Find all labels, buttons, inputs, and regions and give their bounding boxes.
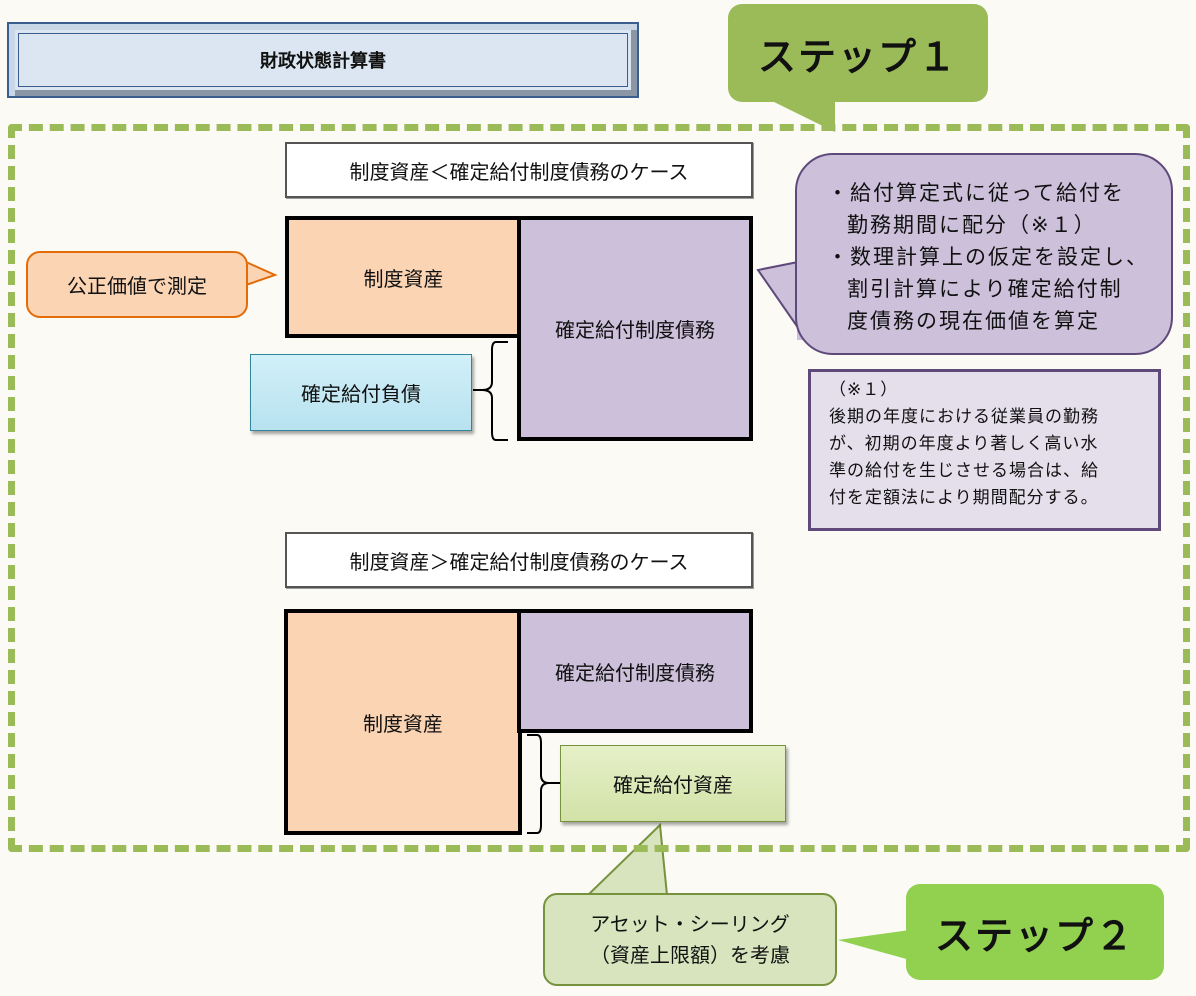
case-deficit-dbo: 確定給付制度債務 (517, 216, 753, 441)
step1-bubble: ステップ１ (728, 4, 988, 102)
dbo-callout-line: 勤務期間に配分（※１） (847, 213, 1097, 237)
step1-label: ステップ１ (757, 34, 958, 79)
dbo-callout-line: 度債務の現在価値を算定 (847, 309, 1100, 333)
asset-text: 確定給付資産 (613, 773, 733, 797)
case-deficit-label-text: 制度資産＜確定給付制度債務のケース (349, 159, 689, 184)
dbo-callout-line: 割引計算により確定給付制 (847, 277, 1123, 301)
asset-ceiling-callout: アセット・シーリング （資産上限額）を考慮 (543, 893, 837, 986)
fair-value-callout: 公正価値で測定 (26, 251, 248, 318)
step1-dashed-frame (8, 124, 1190, 852)
fair-value-text: 公正価値で測定 (67, 274, 207, 298)
footnote-line: 付を定額法により期間配分する。 (829, 488, 1099, 508)
footnote-line: 後期の年度における従業員の勤務 (829, 407, 1099, 427)
plan-assets-text: 制度資産 (363, 266, 444, 291)
case-surplus-label-text: 制度資産＞確定給付制度債務のケース (349, 549, 689, 574)
ceiling-line: アセット・シーリング (590, 911, 790, 936)
case-deficit-plan-assets: 制度資産 (285, 216, 522, 338)
footnote-line: （※１） (829, 380, 899, 400)
footnote-line: 準の給付を生じさせる場合は、給 (829, 461, 1099, 481)
asset-brace (527, 734, 561, 834)
page-title: 財政状態計算書 (260, 51, 386, 72)
defined-benefit-liability: 確定給付負債 (250, 354, 472, 431)
dbo-callout-line: ・数理計算上の仮定を設定し、 (827, 245, 1149, 269)
ceiling-line: （資産上限額）を考慮 (590, 942, 790, 967)
step2-bubble: ステップ２ (906, 884, 1164, 980)
case-surplus-plan-assets: 制度資産 (284, 609, 522, 835)
case-surplus-dbo: 確定給付制度債務 (517, 609, 753, 733)
dbo-measurement-callout: ・給付算定式に従って給付を 勤務期間に配分（※１） ・数理計算上の仮定を設定し、… (795, 153, 1173, 355)
defined-benefit-asset: 確定給付資産 (560, 745, 786, 822)
liability-text: 確定給付負債 (301, 382, 421, 406)
footnote-line: が、初期の年度より著しく高い水 (829, 434, 1099, 454)
dbo-text: 確定給付制度債務 (555, 660, 715, 685)
case-deficit-label: 制度資産＜確定給付制度債務のケース (285, 142, 753, 198)
plan-assets-text: 制度資産 (363, 711, 443, 736)
title-banner: 財政状態計算書 (7, 22, 639, 98)
dbo-text: 確定給付制度債務 (555, 318, 715, 342)
footnote-box: （※１） 後期の年度における従業員の勤務 が、初期の年度より著しく高い水 準の給… (808, 369, 1161, 531)
step2-label: ステップ２ (934, 913, 1135, 958)
dbo-callout-line: ・給付算定式に従って給付を (827, 181, 1125, 205)
case-surplus-label: 制度資産＞確定給付制度債務のケース (285, 532, 753, 588)
step2-tail (838, 930, 910, 960)
liability-brace (473, 341, 508, 441)
